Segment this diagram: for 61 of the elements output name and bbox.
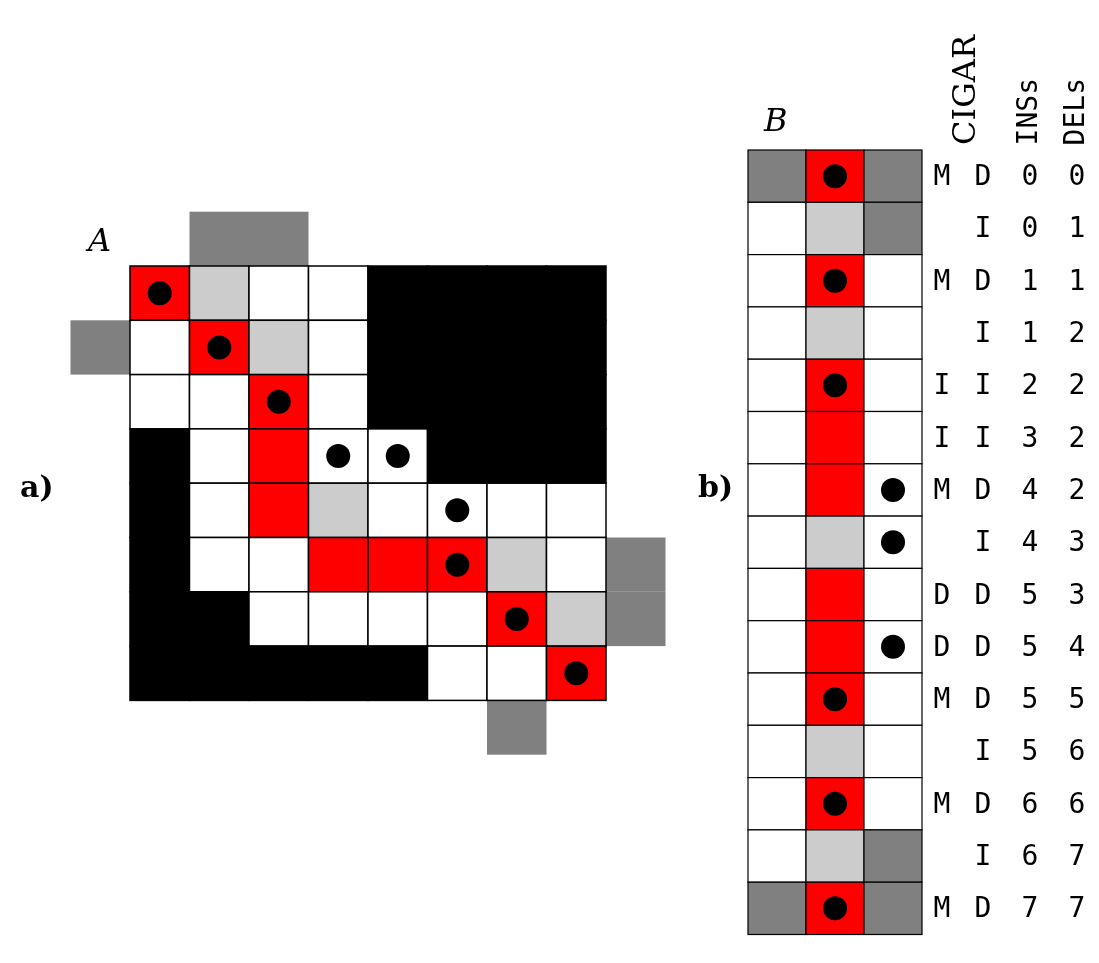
del-count: 6 <box>1068 737 1086 766</box>
del-count: 2 <box>1068 475 1086 504</box>
cigar-op: I <box>974 214 992 243</box>
ins-count: 0 <box>1021 214 1039 243</box>
column-header: DELs <box>1061 77 1089 145</box>
cigar-op: I <box>974 319 992 348</box>
ins-count: 5 <box>1021 685 1039 714</box>
del-count: 1 <box>1068 214 1086 243</box>
panel-label: a) <box>20 472 54 502</box>
column-header: CIGAR <box>948 35 980 145</box>
cigar-op: D <box>974 894 992 923</box>
cigar-op: I <box>974 737 992 766</box>
cigar-op: M <box>933 685 951 714</box>
ins-count: 0 <box>1021 162 1039 191</box>
cigar-op: D <box>974 580 992 609</box>
del-count: 0 <box>1068 162 1086 191</box>
cigar-op: D <box>974 632 992 661</box>
ins-count: 7 <box>1021 894 1039 923</box>
ins-count: 5 <box>1021 632 1039 661</box>
cigar-op: M <box>933 475 951 504</box>
cigar-op: I <box>974 528 992 557</box>
cigar-op: D <box>974 162 992 191</box>
del-count: 6 <box>1068 789 1086 818</box>
cigar-op: I <box>974 371 992 400</box>
cigar-op: D <box>974 685 992 714</box>
del-count: 3 <box>1068 528 1086 557</box>
cigar-op: I <box>974 842 992 871</box>
cigar-op: M <box>933 266 951 295</box>
cigar-op: M <box>933 789 951 818</box>
del-count: 4 <box>1068 632 1086 661</box>
matrix-label: B <box>764 104 788 136</box>
del-count: 1 <box>1068 266 1086 295</box>
ins-count: 1 <box>1021 266 1039 295</box>
del-count: 5 <box>1068 685 1086 714</box>
del-count: 7 <box>1068 894 1086 923</box>
ins-count: 4 <box>1021 528 1039 557</box>
cigar-op: I <box>933 423 951 452</box>
del-count: 3 <box>1068 580 1086 609</box>
cigar-op: D <box>974 475 992 504</box>
ins-count: 2 <box>1021 371 1039 400</box>
ins-count: 6 <box>1021 842 1039 871</box>
column-header: INSs <box>1014 77 1042 145</box>
del-count: 2 <box>1068 423 1086 452</box>
del-count: 7 <box>1068 842 1086 871</box>
cigar-op: D <box>933 580 951 609</box>
ins-count: 4 <box>1021 475 1039 504</box>
cigar-op: M <box>933 894 951 923</box>
cigar-op: M <box>933 162 951 191</box>
ins-count: 5 <box>1021 737 1039 766</box>
del-count: 2 <box>1068 371 1086 400</box>
del-count: 2 <box>1068 319 1086 348</box>
panel-label: b) <box>698 472 734 502</box>
cigar-op: I <box>933 371 951 400</box>
ins-count: 1 <box>1021 319 1039 348</box>
cigar-op: D <box>933 632 951 661</box>
cigar-op: D <box>974 266 992 295</box>
cigar-op: I <box>974 423 992 452</box>
ins-count: 6 <box>1021 789 1039 818</box>
ins-count: 5 <box>1021 580 1039 609</box>
cigar-op: D <box>974 789 992 818</box>
ins-count: 3 <box>1021 423 1039 452</box>
